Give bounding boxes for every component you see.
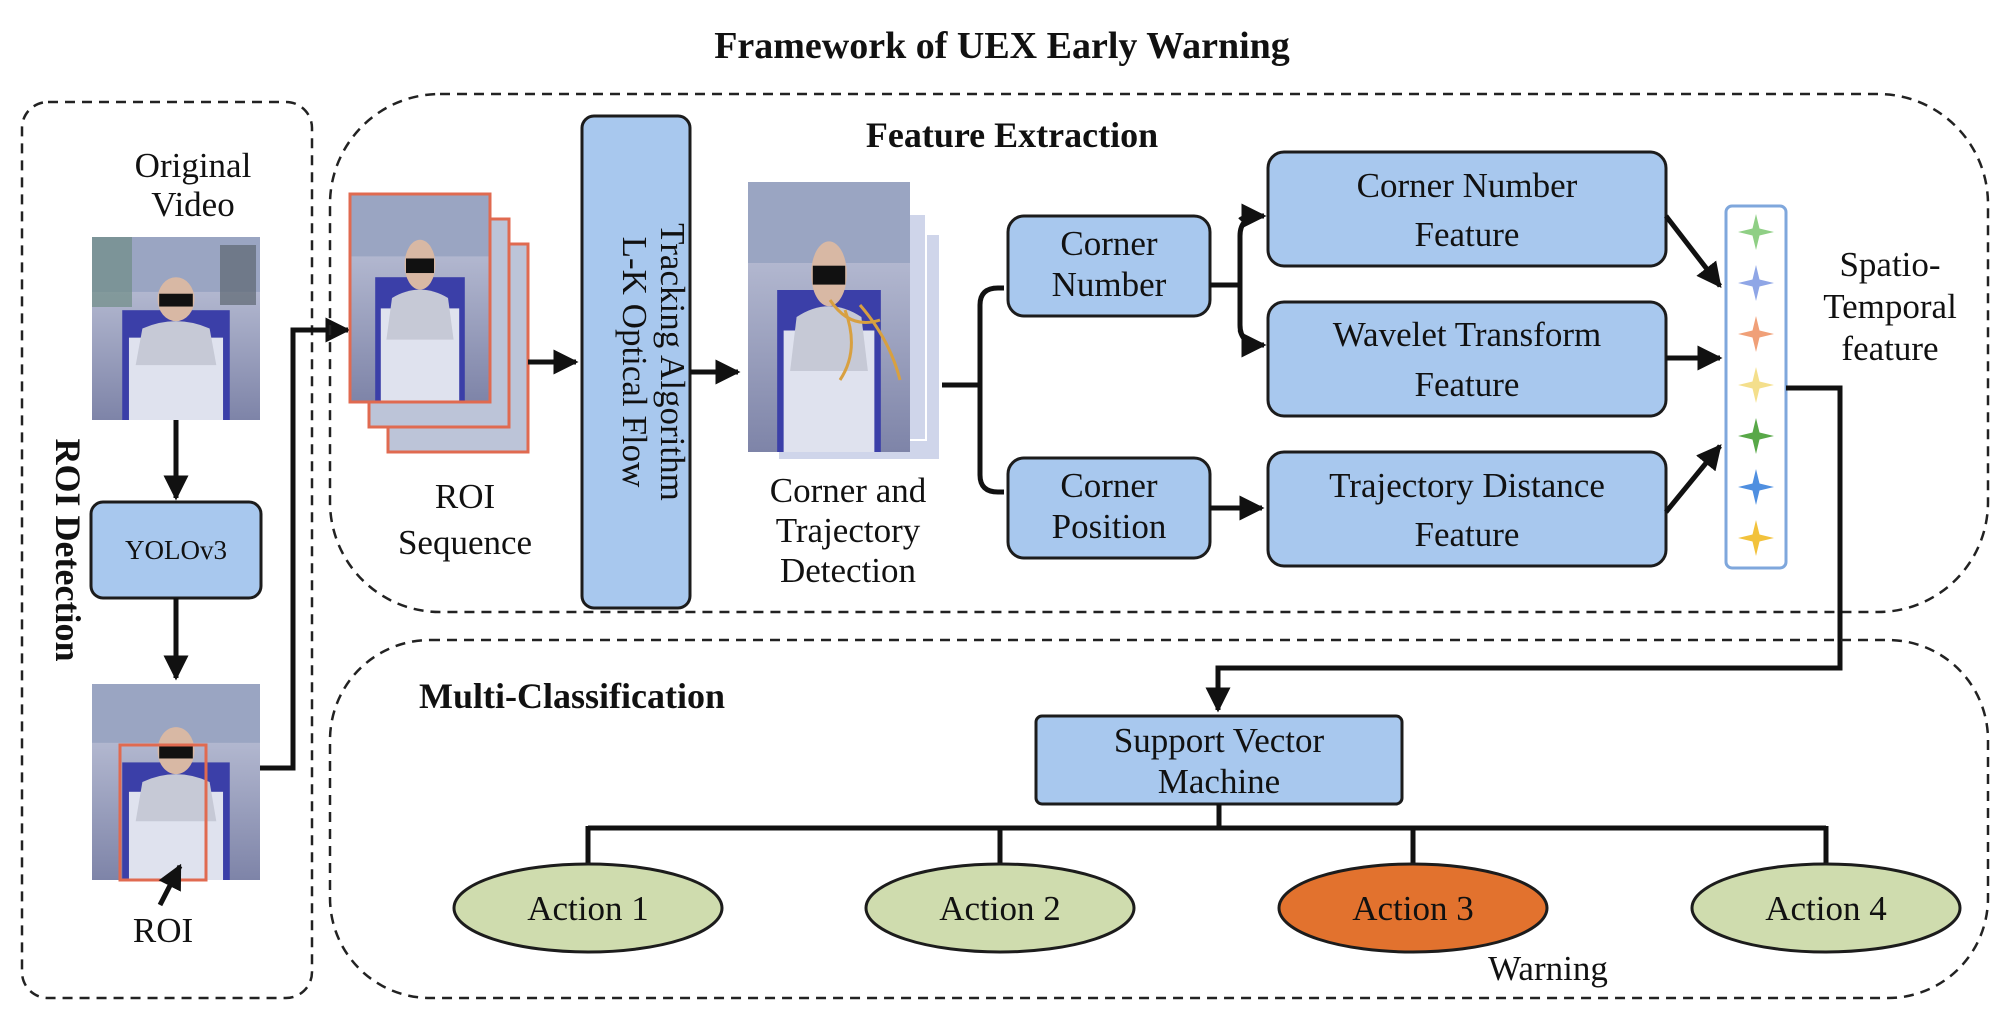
action-4-node (1690, 862, 1962, 954)
corner-number-to-feature-arrow (1238, 203, 1267, 229)
roi-sequence-label-line1: ROI (435, 477, 495, 516)
feature-star-icon (1738, 418, 1774, 454)
feature-extraction-label: Feature Extraction (866, 115, 1158, 155)
roi-detection-group (20, 100, 314, 1000)
corner-position-label-line1: Corner (1060, 466, 1158, 505)
trajectory-feature-to-vector-arrow (1664, 444, 1722, 514)
lk-tracking-label-line1: L-K Optical Flow (615, 237, 654, 489)
detection-stack (748, 182, 941, 461)
wavelet-feature-label-line2: Feature (1415, 365, 1520, 404)
spatio-temporal-label-line2: Temporal (1823, 287, 1957, 326)
action-1-label: Action 1 (527, 889, 649, 928)
action-2-node (864, 862, 1136, 954)
feature-star-icon (1738, 367, 1774, 403)
original-video-frame (92, 237, 260, 420)
warning-label: Warning (1488, 949, 1608, 988)
corner-number-feature-label-line2: Feature (1415, 215, 1520, 254)
vector-to-svm-arrow (1205, 385, 1843, 713)
roi-pointer-arrow (157, 863, 183, 907)
action-1-node (452, 862, 724, 954)
trajectory-feature-label-line2: Feature (1415, 515, 1520, 554)
corner-number-feature-label-line1: Corner Number (1357, 166, 1578, 205)
roi-frame (92, 684, 260, 882)
feature-star-icon (1738, 316, 1774, 352)
detection-branch-connector (942, 285, 1004, 495)
corner-number-feature-box (1266, 150, 1668, 268)
spatio-temporal-label-line3: feature (1841, 329, 1938, 368)
yolo-label: YOLOv3 (125, 535, 227, 565)
svm-label-line1: Support Vector (1114, 721, 1325, 760)
feature-star-icon (1738, 520, 1774, 556)
spatio-temporal-label-line1: Spatio- (1839, 245, 1940, 284)
svm-to-actions-connector (585, 804, 1829, 866)
feature-star-icon (1738, 469, 1774, 505)
multi-classification-label: Multi-Classification (419, 676, 725, 716)
wavelet-feature-label-line1: Wavelet Transform (1333, 315, 1601, 354)
original-video-label-line1: Original (135, 146, 252, 185)
corner-feature-to-vector-arrow (1664, 214, 1722, 288)
original-video-label-line2: Video (151, 185, 234, 224)
action-3-label: Action 3 (1352, 889, 1474, 928)
multi-classification-group (328, 638, 1990, 1000)
action-4-label: Action 4 (1765, 889, 1887, 928)
diagram-title: Framework of UEX Early Warning (714, 25, 1290, 67)
feature-star-icon (1738, 214, 1774, 250)
lk-tracking-box (580, 114, 692, 610)
feature-extraction-group (328, 92, 1990, 614)
detection-label-line2: Trajectory (776, 511, 921, 550)
corner-number-to-wavelet-arrow (1237, 329, 1267, 358)
corner-number-box (1006, 214, 1212, 318)
roi-label: ROI (133, 911, 193, 950)
svm-label-line2: Machine (1158, 762, 1280, 801)
corner-number-label-line1: Corner (1060, 224, 1158, 263)
feature-star-icon (1738, 265, 1774, 301)
detection-label-line1: Corner and (770, 471, 927, 510)
trajectory-feature-label-line1: Trajectory Distance (1329, 466, 1605, 505)
feature-star-column (1738, 214, 1774, 556)
lk-tracking-label-line2: Tracking Algorithm (653, 223, 692, 501)
roi-detection-label: ROI Detection (48, 439, 88, 662)
roi-to-sequence-arrow (260, 317, 351, 771)
action-2-label: Action 2 (939, 889, 1061, 928)
roi-sequence-stack (348, 192, 530, 454)
roi-sequence-label-line2: Sequence (398, 523, 532, 562)
detection-label-line3: Detection (780, 551, 916, 590)
corner-number-label-line2: Number (1052, 265, 1167, 304)
action-row: Action 1 Action 2 Action 3 Action 4 (452, 862, 1962, 954)
action-3-node (1277, 862, 1549, 954)
corner-number-branch (1210, 213, 1263, 348)
corner-position-label-line2: Position (1052, 507, 1167, 546)
